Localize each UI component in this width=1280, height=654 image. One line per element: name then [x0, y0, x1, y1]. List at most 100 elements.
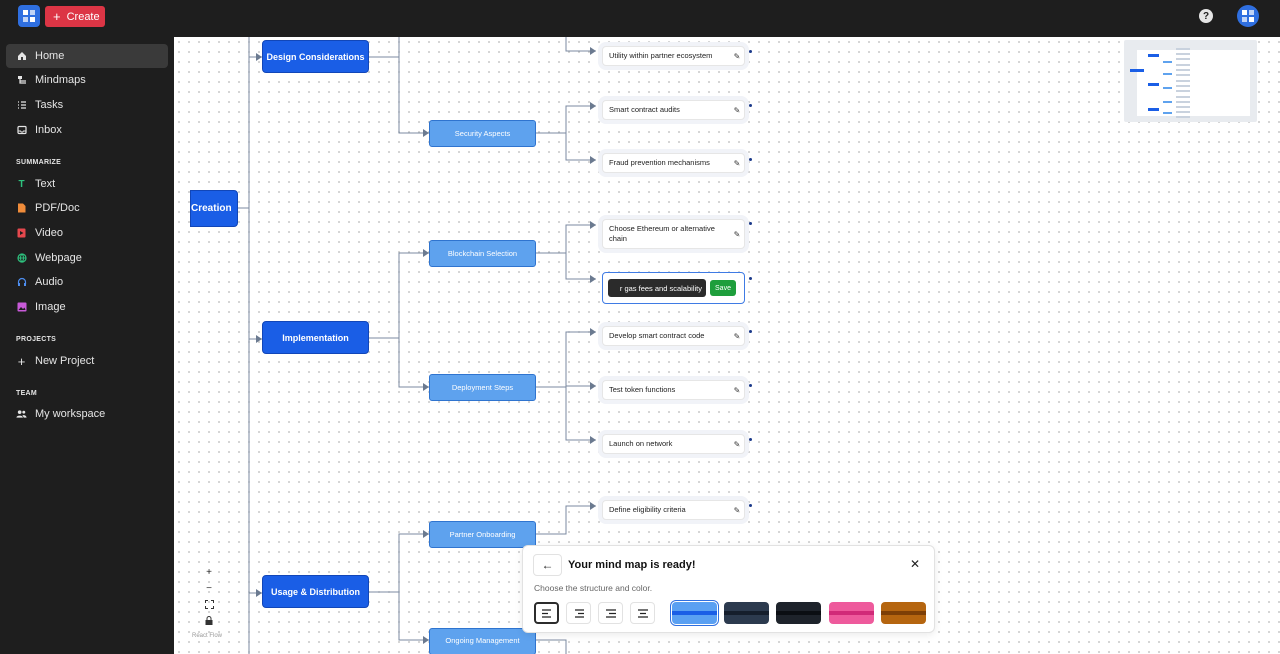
- mindmap-canvas[interactable]: Creation Design Considerations Implement…: [174, 37, 1280, 654]
- pencil-icon[interactable]: ✎: [733, 158, 741, 168]
- pencil-icon[interactable]: ✎: [733, 385, 741, 395]
- create-button-label: Create: [66, 10, 100, 23]
- help-icon[interactable]: ?: [1199, 9, 1213, 23]
- zoom-in-icon[interactable]: +: [206, 566, 212, 578]
- pencil-icon[interactable]: ✎: [733, 51, 741, 61]
- node-blockchain-selection[interactable]: Blockchain Selection: [429, 240, 536, 267]
- leaf-node[interactable]: Develop smart contract code ✎: [602, 326, 745, 346]
- color-swatch-black[interactable]: [776, 602, 821, 624]
- handle-dot[interactable]: [749, 104, 752, 107]
- sidebar-item-webpage[interactable]: Webpage: [6, 246, 168, 270]
- node-label: Security Aspects: [454, 129, 511, 138]
- pencil-icon[interactable]: ✎: [733, 439, 741, 449]
- panel-title: Your mind map is ready!: [568, 559, 696, 571]
- pencil-icon[interactable]: ✎: [733, 331, 741, 341]
- color-swatch-brown[interactable]: [881, 602, 926, 624]
- sidebar-item-mindmaps[interactable]: Mindmaps: [6, 68, 168, 92]
- create-button[interactable]: + Create: [45, 6, 105, 27]
- sidebar-item-label: Webpage: [35, 252, 82, 264]
- sidebar-item-label: Inbox: [35, 124, 62, 136]
- fit-view-icon[interactable]: [202, 596, 216, 612]
- leaf-node[interactable]: Test token functions ✎: [602, 380, 745, 400]
- node-security-aspects[interactable]: Security Aspects: [429, 120, 536, 147]
- handle-dot[interactable]: [749, 330, 752, 333]
- sidebar-item-text[interactable]: T Text: [6, 172, 168, 196]
- sidebar-item-label: Text: [35, 178, 56, 190]
- handle-dot[interactable]: [749, 277, 752, 280]
- sidebar-item-tasks[interactable]: Tasks: [6, 93, 168, 117]
- sidebar-item-home[interactable]: Home: [6, 44, 168, 68]
- react-flow-attribution[interactable]: React Flow: [192, 633, 223, 639]
- node-label: Usage & Distribution: [270, 586, 360, 597]
- close-icon[interactable]: ✕: [910, 557, 921, 571]
- leaf-node[interactable]: Choose Ethereum or alternative chain ✎: [602, 219, 745, 249]
- sidebar-item-audio[interactable]: Audio: [6, 270, 168, 294]
- lock-icon[interactable]: [202, 612, 216, 628]
- handle-dot[interactable]: [749, 50, 752, 53]
- align-right-icon: [574, 608, 584, 618]
- minimap-nodes: [1130, 48, 1190, 118]
- handle-dot[interactable]: [749, 384, 752, 387]
- node-design-considerations[interactable]: Design Considerations: [262, 40, 369, 73]
- color-swatch-pink[interactable]: [829, 602, 874, 624]
- leaf-node[interactable]: Launch on network ✎: [602, 434, 745, 454]
- leaf-label: Fraud prevention mechanisms: [609, 158, 710, 167]
- save-button[interactable]: Save: [710, 280, 736, 296]
- back-button[interactable]: ←: [533, 554, 562, 576]
- handle-dot[interactable]: [749, 438, 752, 441]
- sidebar-item-inbox[interactable]: Inbox: [6, 118, 168, 142]
- structure-align-right-alt-button[interactable]: [598, 602, 623, 624]
- new-project-button[interactable]: + New Project: [6, 349, 168, 373]
- leaf-edit-input[interactable]: r gas fees and scalability: [608, 279, 706, 297]
- tasks-icon: [16, 100, 27, 111]
- leaf-label: Develop smart contract code: [609, 331, 705, 340]
- minimap[interactable]: [1124, 40, 1257, 122]
- sidebar-item-label: Image: [35, 301, 66, 313]
- node-label: Partner Onboarding: [449, 530, 516, 539]
- node-deployment-steps[interactable]: Deployment Steps: [429, 374, 536, 401]
- home-icon: [16, 51, 27, 62]
- plus-icon: +: [53, 8, 61, 24]
- app-logo-icon[interactable]: [18, 5, 40, 27]
- structure-align-left-button[interactable]: [534, 602, 559, 624]
- node-label: Ongoing Management: [445, 636, 520, 645]
- avatar[interactable]: [1237, 5, 1259, 27]
- leaf-node[interactable]: Fraud prevention mechanisms ✎: [602, 153, 745, 173]
- handle-dot[interactable]: [749, 504, 752, 507]
- handle-dot[interactable]: [749, 222, 752, 225]
- sidebar: Home Mindmaps Tasks Inbox SUMMARIZE T Te…: [0, 37, 174, 654]
- structure-align-right-button[interactable]: [566, 602, 591, 624]
- align-left-icon: [541, 608, 551, 618]
- root-node[interactable]: Creation: [190, 190, 238, 227]
- sidebar-item-image[interactable]: Image: [6, 295, 168, 319]
- pencil-icon[interactable]: ✎: [733, 229, 741, 239]
- pencil-icon[interactable]: ✎: [733, 505, 741, 515]
- leaf-node[interactable]: Utility within partner ecosystem ✎: [602, 46, 745, 66]
- leaf-label: Define eligibility criteria: [609, 505, 686, 514]
- node-label: Design Considerations: [266, 51, 365, 62]
- pencil-icon[interactable]: ✎: [733, 105, 741, 115]
- leaf-label: Choose Ethereum or alternative chain: [609, 224, 715, 243]
- sidebar-item-label: Tasks: [35, 99, 64, 111]
- sidebar-item-pdf[interactable]: PDF/Doc: [6, 196, 168, 220]
- mindmap-ready-panel: ← Your mind map is ready! ✕ Choose the s…: [522, 545, 935, 633]
- color-swatch-blue[interactable]: [670, 600, 719, 626]
- plus-icon: +: [17, 353, 26, 369]
- handle-dot[interactable]: [749, 158, 752, 161]
- node-partner-onboarding[interactable]: Partner Onboarding: [429, 521, 536, 548]
- sidebar-item-video[interactable]: Video: [6, 221, 168, 245]
- structure-align-center-button[interactable]: [630, 602, 655, 624]
- node-usage-distribution[interactable]: Usage & Distribution: [262, 575, 369, 608]
- node-ongoing-management[interactable]: Ongoing Management: [429, 628, 536, 654]
- leaf-node[interactable]: Smart contract audits ✎: [602, 100, 745, 120]
- sidebar-item-workspace[interactable]: My workspace: [6, 402, 168, 426]
- color-swatch-navy[interactable]: [724, 602, 769, 624]
- node-implementation[interactable]: Implementation: [262, 321, 369, 354]
- leaf-node[interactable]: Define eligibility criteria ✎: [602, 500, 745, 520]
- zoom-out-icon[interactable]: −: [206, 582, 212, 594]
- node-label: Implementation: [282, 332, 349, 343]
- workspace-label: My workspace: [35, 408, 106, 420]
- leaf-node-editing: r gas fees and scalability Save: [602, 272, 745, 304]
- projects-section-label: PROJECTS: [16, 336, 57, 343]
- sidebar-item-label: Audio: [35, 276, 64, 288]
